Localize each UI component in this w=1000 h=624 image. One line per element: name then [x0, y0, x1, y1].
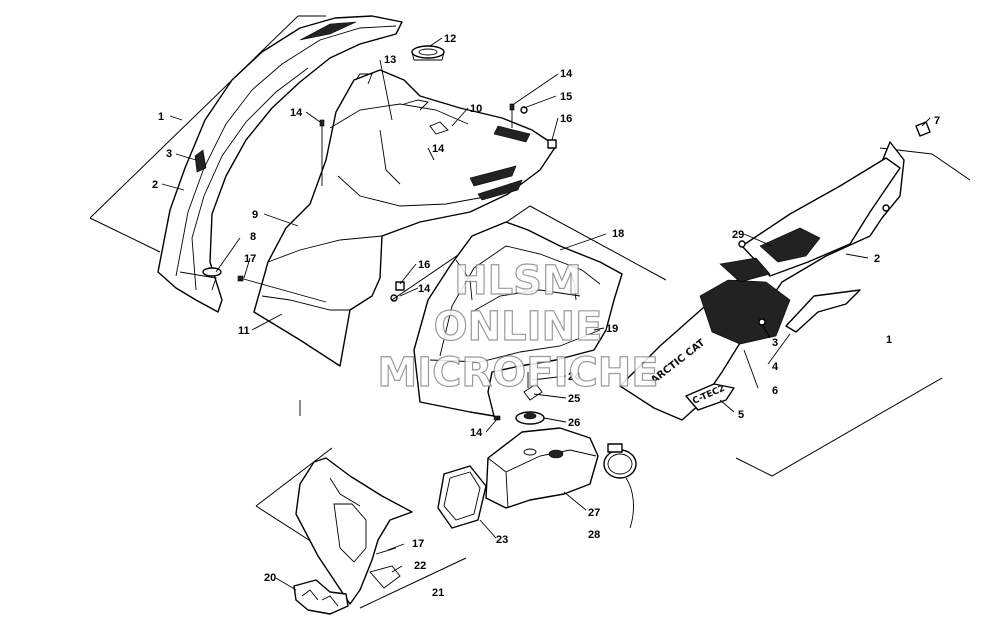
callout-7: 7 — [934, 115, 940, 127]
callout-26: 26 — [568, 417, 580, 429]
watermark-line-1: HLSM — [454, 258, 582, 304]
callout-18: 18 — [612, 228, 624, 240]
callout-10: 10 — [470, 103, 482, 115]
grommet — [411, 45, 445, 61]
callout-labels: 1 3 2 8 9 17 11 12 13 14 10 14 14 15 16 … — [152, 33, 940, 599]
callout-9: 9 — [252, 209, 258, 221]
callout-23: 23 — [496, 534, 508, 546]
intake-duct — [485, 427, 599, 509]
callout-6: 6 — [772, 385, 778, 397]
screws — [237, 103, 557, 555]
callout-14-hood-center: 14 — [432, 143, 445, 155]
watermark-line-2: ONLINE — [434, 304, 603, 350]
callout-21: 21 — [432, 587, 444, 599]
callout-4: 4 — [772, 361, 779, 373]
callout-11: 11 — [238, 325, 250, 337]
callout-24: 24 — [568, 371, 581, 383]
air-intake-box — [391, 205, 667, 417]
right-side-panel — [619, 121, 971, 477]
callout-29: 29 — [732, 229, 744, 241]
callout-2-right: 2 — [874, 253, 880, 265]
callout-14-airbox: 14 — [470, 427, 483, 439]
hood — [253, 69, 557, 367]
lower-front-panel — [255, 447, 467, 615]
callout-25: 25 — [568, 393, 580, 405]
callout-1-left: 1 — [158, 111, 164, 123]
callout-22: 22 — [414, 560, 426, 572]
watermark: HLSM ONLINE MICROFICHE — [377, 257, 659, 396]
callout-20: 20 — [264, 572, 276, 584]
callout-28: 28 — [588, 529, 600, 541]
callout-27: 27 — [588, 507, 600, 519]
callout-3-left: 3 — [166, 148, 172, 160]
callout-17-lower: 17 — [412, 538, 424, 550]
callout-17-upper: 17 — [244, 253, 256, 265]
callout-14-hood-left: 14 — [290, 107, 303, 119]
callout-16-upper: 16 — [560, 113, 572, 125]
callout-2-left: 2 — [152, 179, 158, 191]
callout-19: 19 — [606, 323, 618, 335]
hose-clamp — [603, 443, 637, 479]
reflector-3-left — [194, 149, 207, 173]
callout-8: 8 — [250, 231, 256, 243]
callout-12: 12 — [444, 33, 456, 45]
callout-1-right: 1 — [886, 334, 892, 346]
callout-16-lower: 16 — [418, 259, 430, 271]
callout-14-hood-lower: 14 — [418, 283, 431, 295]
callout-13: 13 — [384, 54, 396, 66]
duct-gasket — [437, 465, 487, 529]
callout-15: 15 — [560, 91, 572, 103]
callout-3-right: 3 — [772, 337, 778, 349]
watermark-line-3: MICROFICHE — [377, 350, 658, 396]
callout-14-hood-right: 14 — [560, 68, 573, 80]
leader-lines — [161, 37, 931, 591]
callout-5: 5 — [738, 409, 744, 421]
left-side-panel — [89, 15, 403, 313]
